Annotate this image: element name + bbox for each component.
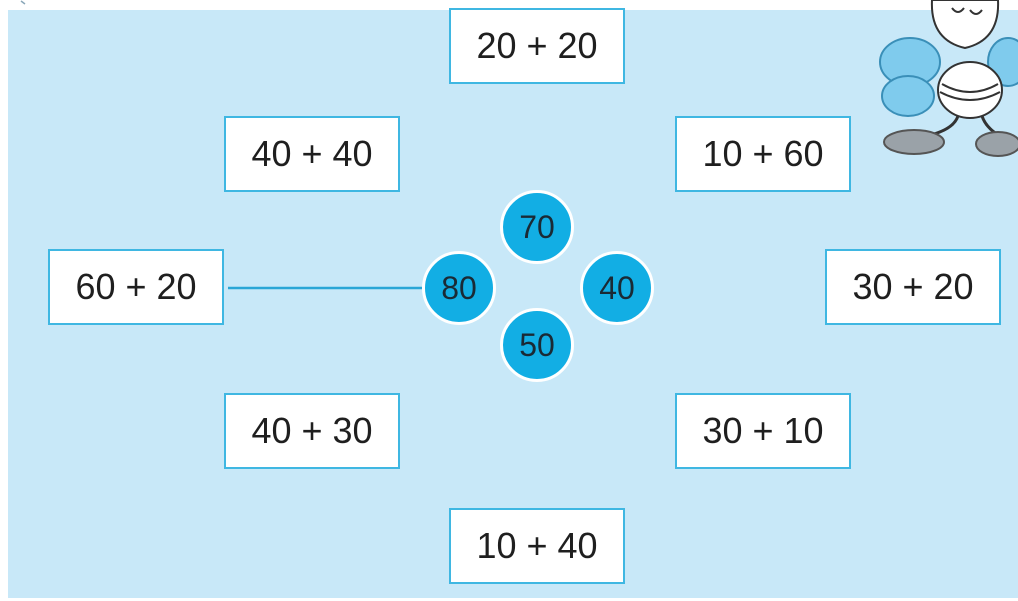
answer-circle-top[interactable]: 70 (500, 190, 574, 264)
expression-box-upper-left[interactable]: 40 + 40 (224, 116, 400, 192)
corner-mark-icon (20, 0, 26, 5)
answer-circle-left[interactable]: 80 (422, 251, 496, 325)
expression-box-lower-right[interactable]: 30 + 10 (675, 393, 851, 469)
expression-box-left[interactable]: 60 + 20 (48, 249, 224, 325)
expression-box-top[interactable]: 20 + 20 (449, 8, 625, 84)
expression-box-upper-right[interactable]: 10 + 60 (675, 116, 851, 192)
answer-circle-bottom[interactable]: 50 (500, 308, 574, 382)
expression-box-right[interactable]: 30 + 20 (825, 249, 1001, 325)
cartoon-bee-mascot-icon (879, 0, 1018, 157)
answer-circle-right[interactable]: 40 (580, 251, 654, 325)
expression-box-bottom[interactable]: 10 + 40 (449, 508, 625, 584)
expression-box-lower-left[interactable]: 40 + 30 (224, 393, 400, 469)
